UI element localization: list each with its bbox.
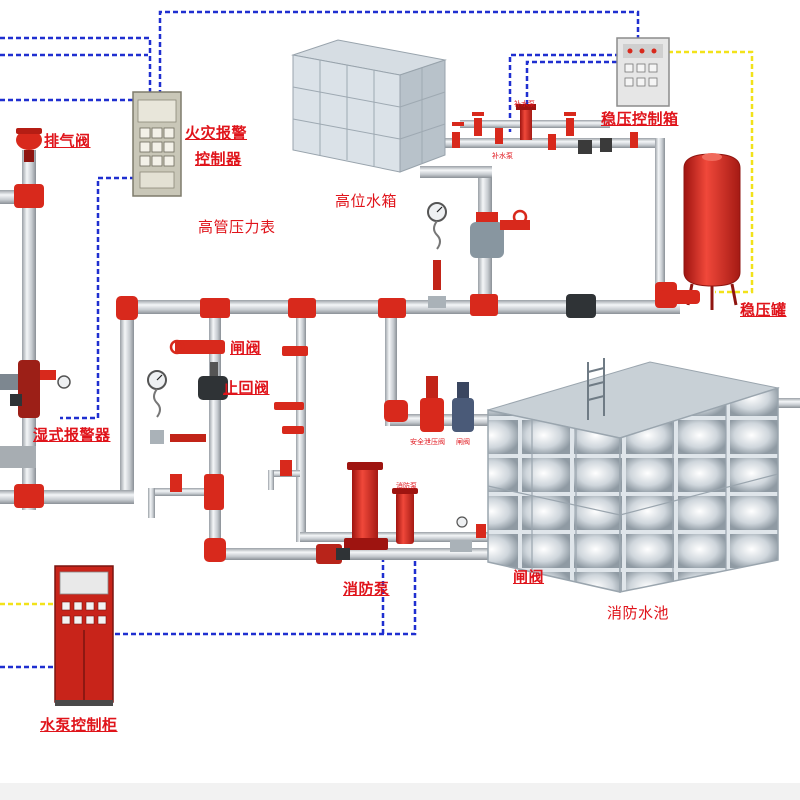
pressure-control-box-icon [616,37,670,107]
label-high-water-tank: 高位水箱 [335,192,398,210]
pressure-tank-icon [660,153,741,310]
label-gate-valve-small: 闸阀 [456,438,470,446]
makeup-pump-group [452,104,638,154]
pipe-fittings [14,184,677,562]
label-fire-pump-small: 消防泵 [396,482,417,490]
gauge-icon-left [147,370,206,444]
label-check-valve: 止回阀 [223,379,270,397]
label-fire-pump: 消防泵 [343,580,390,598]
label-pump-control-cabinet: 水泵控制柜 [40,716,118,734]
label-high-pipe-pressure-gauge: 高管压力表 [198,218,276,236]
label-pressure-control-box: 稳压控制箱 [601,110,679,128]
label-exhaust-valve: 排气阀 [44,132,91,150]
safety-relief-valve-icon [420,376,474,432]
high-water-tank-icon [291,39,447,173]
valve-icon [470,209,596,318]
exhaust-valve-icon [16,128,42,162]
pump-control-cabinet-icon [54,565,114,706]
label-fire-pool: 消防水池 [607,604,670,622]
wet-alarm-valve-icon [0,360,71,468]
label-pressure-tank: 稳压罐 [740,301,787,319]
small-valve-group [170,346,308,492]
label-wet-alarm-valve: 湿式报警器 [33,426,111,444]
check-valve-icon [198,362,228,400]
bottom-band [0,783,800,800]
label-safety-relief-valve: 安全泄压阀 [410,438,445,446]
fire-pump-icon [316,462,418,564]
label-gate-valve: 闸阀 [230,339,262,357]
label-makeup-pump-2: 补水泵 [492,152,513,160]
fire-pool-tank-icon [487,358,780,593]
label-fire-alarm-controller-line2: 控制器 [195,150,242,168]
signal-wiring [0,10,754,669]
fire-alarm-controller-icon [132,91,182,197]
label-makeup-pump-1: 补水泵 [514,100,535,108]
gate-valve-icon [169,339,225,355]
gauge-icon [427,202,447,308]
label-gate-valve-2: 闸阀 [513,568,545,586]
label-fire-alarm-controller-line1: 火灾报警 [185,124,248,142]
